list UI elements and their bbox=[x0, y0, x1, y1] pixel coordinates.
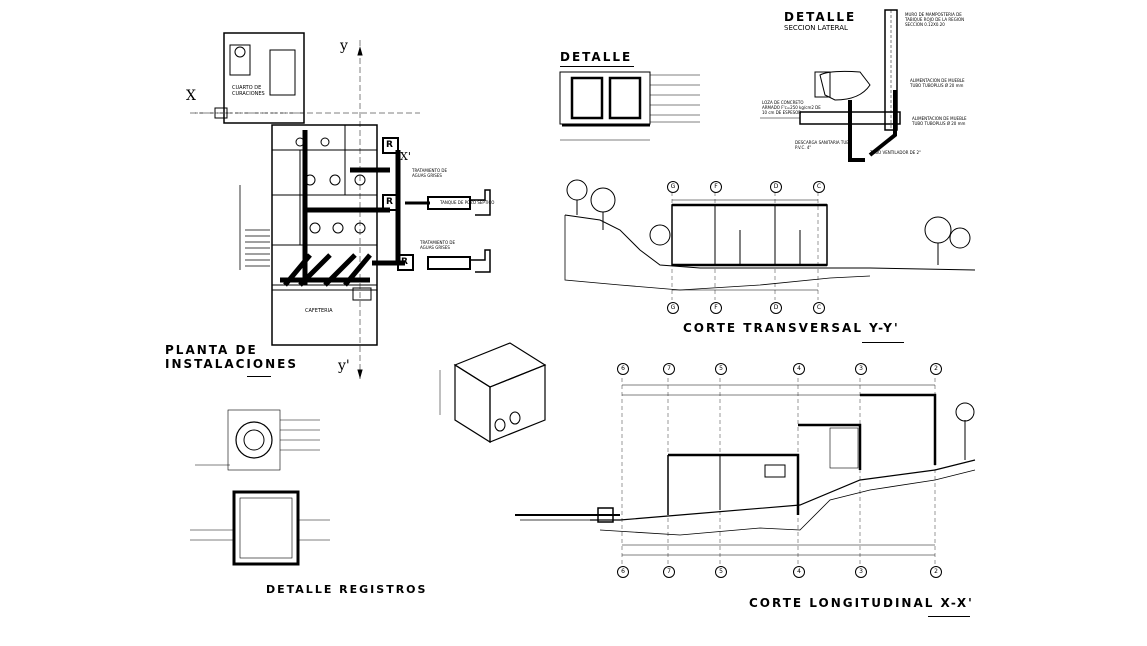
corte-longitudinal-title: CORTE LONGITUDINAL X-X' bbox=[749, 596, 974, 610]
label-tanque: TANQUE DE POZO SEPTICO bbox=[440, 200, 495, 205]
note-alimentacion-1: ALIMENTACION DE MUEBLE TUBO TUBOPLUS Ø 2… bbox=[910, 78, 965, 88]
axis-bubble-bottom-C: C bbox=[813, 302, 825, 314]
axis-bubble-bottom-F: F bbox=[710, 302, 722, 314]
axis-bubble-bottom-5: 5 bbox=[715, 566, 727, 578]
axis-bubble-top-G: G bbox=[667, 181, 679, 193]
room-label-cafeteria: CAFETERIA bbox=[305, 308, 333, 314]
axis-bubble-bottom-D: D bbox=[770, 302, 782, 314]
note-descarga: DESCARGA SANITARIA TUBO P.V.C. 4" bbox=[795, 140, 853, 150]
note-alimentacion-2: ALIMENTACION DE MUEBLE TUBO TUBOPLUS Ø 2… bbox=[912, 116, 967, 126]
axis-bubble-top-F: F bbox=[710, 181, 722, 193]
label-tratamiento-grises-2: TRATAMIENTO DE AGUAS GRISES bbox=[420, 240, 455, 250]
corte-transversal-section bbox=[564, 179, 976, 300]
axis-bubble-bottom-2: 2 bbox=[930, 566, 942, 578]
axis-bubble-top-2: 2 bbox=[930, 363, 942, 375]
axis-bubble-bottom-4: 4 bbox=[793, 566, 805, 578]
axis-y-label: y bbox=[340, 38, 348, 54]
axis-bubble-top-C: C bbox=[813, 181, 825, 193]
planta-scale-bar bbox=[247, 376, 271, 377]
registro-marker-1: R bbox=[386, 140, 393, 150]
detalle-seccion-tanque bbox=[559, 71, 700, 141]
axis-bubble-top-3: 3 bbox=[855, 363, 867, 375]
detalle-seccion-lateral bbox=[760, 9, 901, 162]
axis-x-label: X bbox=[186, 88, 196, 104]
axis-bubble-bottom-G: G bbox=[667, 302, 679, 314]
axis-bubble-top-4: 4 bbox=[793, 363, 805, 375]
label-tratamiento-grises-1: TRATAMIENTO DE AGUAS GRISES bbox=[412, 168, 447, 178]
detalle-top-underline bbox=[560, 66, 634, 67]
registro-marker-2: R bbox=[386, 197, 393, 207]
axis-bubble-bottom-6: 6 bbox=[617, 566, 629, 578]
planta-instalaciones-plan bbox=[190, 32, 491, 380]
planta-title-line1: PLANTA DE bbox=[165, 343, 258, 357]
axis-bubble-top-5: 5 bbox=[715, 363, 727, 375]
detalle-lateral-title: DETALLE bbox=[784, 10, 857, 24]
isometric-registro-box bbox=[439, 342, 547, 444]
axis-bubble-bottom-7: 7 bbox=[663, 566, 675, 578]
axis-bubble-top-D: D bbox=[770, 181, 782, 193]
axis-y-prime-label: y' bbox=[338, 358, 350, 374]
corte-longitudinal-section bbox=[515, 378, 976, 565]
detalle-lateral-subtitle: SECCION LATERAL bbox=[784, 24, 848, 32]
axis-bubble-bottom-3: 3 bbox=[855, 566, 867, 578]
axis-bubble-top-6: 6 bbox=[617, 363, 629, 375]
note-tubo-ventilador: TUBO VENTILADOR DE 2" bbox=[870, 150, 921, 155]
corte-transversal-scale-bar bbox=[862, 342, 904, 343]
axis-bubble-top-7: 7 bbox=[663, 363, 675, 375]
corte-transversal-title: CORTE TRANSVERSAL Y-Y' bbox=[683, 321, 900, 335]
axis-x-prime-label: X' bbox=[400, 150, 411, 163]
note-loza: LOZA DE CONCRETO ARMADO F'c=250 kg/cm2 D… bbox=[762, 100, 821, 115]
note-muro: MURO DE MAMPOSTERIA DE TABIQUE ROJO DE L… bbox=[905, 12, 965, 27]
corte-longitudinal-scale-bar bbox=[928, 616, 970, 617]
detalle-registros-title: DETALLE REGISTROS bbox=[266, 583, 428, 596]
planta-title-line2: INSTALACIONES bbox=[165, 357, 298, 371]
room-label-curaciones: CUARTO DE CURACIONES bbox=[232, 85, 265, 97]
detalle-registros bbox=[190, 409, 330, 566]
registro-marker-3: R bbox=[401, 257, 408, 267]
detalle-top-title: DETALLE bbox=[560, 50, 633, 64]
